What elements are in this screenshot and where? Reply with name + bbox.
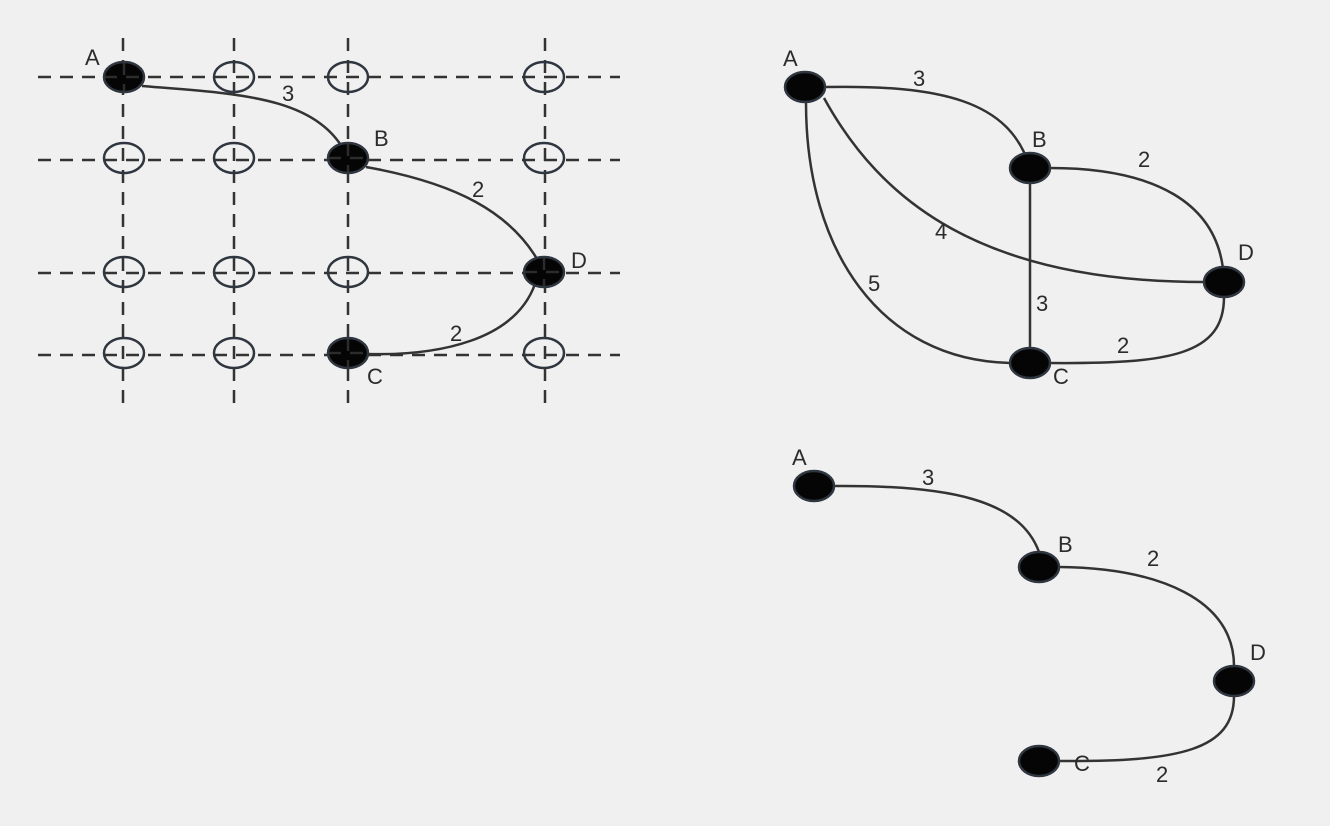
grid-edge-weight-dc: 2 bbox=[450, 321, 462, 346]
path-node-b bbox=[1017, 550, 1061, 584]
grid-diagram: A B D C 3 2 2 bbox=[38, 38, 620, 405]
full-edge-weight-bd: 2 bbox=[1138, 147, 1150, 172]
grid-node-empty bbox=[212, 141, 256, 175]
grid-edge-d-c bbox=[365, 283, 537, 356]
full-node-d bbox=[1202, 265, 1246, 299]
grid-node-label-d: D bbox=[571, 248, 587, 273]
grid-edge-b-d bbox=[365, 165, 546, 273]
full-node-c bbox=[1008, 346, 1052, 380]
grid-edges bbox=[141, 84, 546, 356]
grid-node-empty bbox=[326, 60, 370, 94]
path-edge-d-c bbox=[1058, 695, 1236, 763]
full-graph-edges bbox=[804, 85, 1226, 365]
grid-node-empty bbox=[102, 255, 146, 289]
full-edge-weight-bc: 3 bbox=[1036, 291, 1048, 316]
full-node-label-c: C bbox=[1053, 364, 1069, 389]
full-edge-b-d bbox=[1049, 166, 1226, 283]
full-edge-weight-cd: 2 bbox=[1117, 333, 1129, 358]
path-graph: A B D C 3 2 2 bbox=[792, 445, 1266, 787]
path-graph-nodes bbox=[792, 469, 1256, 778]
grid-node-label-c: C bbox=[367, 364, 383, 389]
path-node-label-a: A bbox=[792, 445, 807, 470]
full-node-b bbox=[1008, 151, 1052, 185]
full-node-label-d: D bbox=[1238, 240, 1254, 265]
path-edge-a-b bbox=[833, 484, 1041, 553]
full-edge-weight-ad: 4 bbox=[935, 219, 947, 244]
path-edge-b-d bbox=[1058, 565, 1236, 667]
path-edge-weight-dc: 2 bbox=[1156, 762, 1168, 787]
grid-filled-nodes bbox=[102, 60, 566, 370]
full-node-label-b: B bbox=[1032, 127, 1047, 152]
full-edge-weight-ab: 3 bbox=[913, 66, 925, 91]
grid-node-empty bbox=[212, 336, 256, 370]
path-node-label-c: C bbox=[1074, 751, 1090, 776]
full-node-a bbox=[783, 70, 827, 104]
full-edge-a-b bbox=[824, 85, 1032, 169]
grid-node-empty bbox=[212, 60, 256, 94]
grid-edge-weight-bd: 2 bbox=[472, 177, 484, 202]
grid-node-empty bbox=[326, 255, 370, 289]
full-node-label-a: A bbox=[783, 46, 798, 71]
path-graph-edges bbox=[833, 484, 1236, 763]
path-edge-weight-bd: 2 bbox=[1147, 546, 1159, 571]
grid-node-empty bbox=[522, 141, 566, 175]
grid-node-empty bbox=[522, 336, 566, 370]
full-edge-c-d bbox=[1049, 296, 1226, 365]
grid-node-empty bbox=[102, 141, 146, 175]
full-edge-a-d bbox=[822, 97, 1205, 284]
grid-empty-nodes bbox=[102, 60, 566, 370]
path-node-label-d: D bbox=[1250, 640, 1266, 665]
full-edge-a-c bbox=[804, 102, 1011, 365]
grid-node-label-a: A bbox=[85, 45, 100, 70]
full-edge-weight-ac: 5 bbox=[868, 271, 880, 296]
full-graph-nodes bbox=[783, 70, 1246, 380]
grid-node-empty bbox=[102, 336, 146, 370]
grid-edge-a-b bbox=[141, 84, 350, 159]
path-node-a bbox=[792, 469, 836, 503]
grid-node-empty bbox=[522, 60, 566, 94]
full-graph: A B D C 3 2 4 5 3 2 bbox=[783, 46, 1254, 389]
grid-node-label-b: B bbox=[374, 126, 389, 151]
path-edge-weight-ab: 3 bbox=[922, 465, 934, 490]
path-node-label-b: B bbox=[1058, 532, 1073, 557]
path-node-d bbox=[1212, 664, 1256, 698]
grid-edge-weight-ab: 3 bbox=[282, 81, 294, 106]
path-node-c bbox=[1017, 744, 1061, 778]
grid-node-empty bbox=[212, 255, 256, 289]
